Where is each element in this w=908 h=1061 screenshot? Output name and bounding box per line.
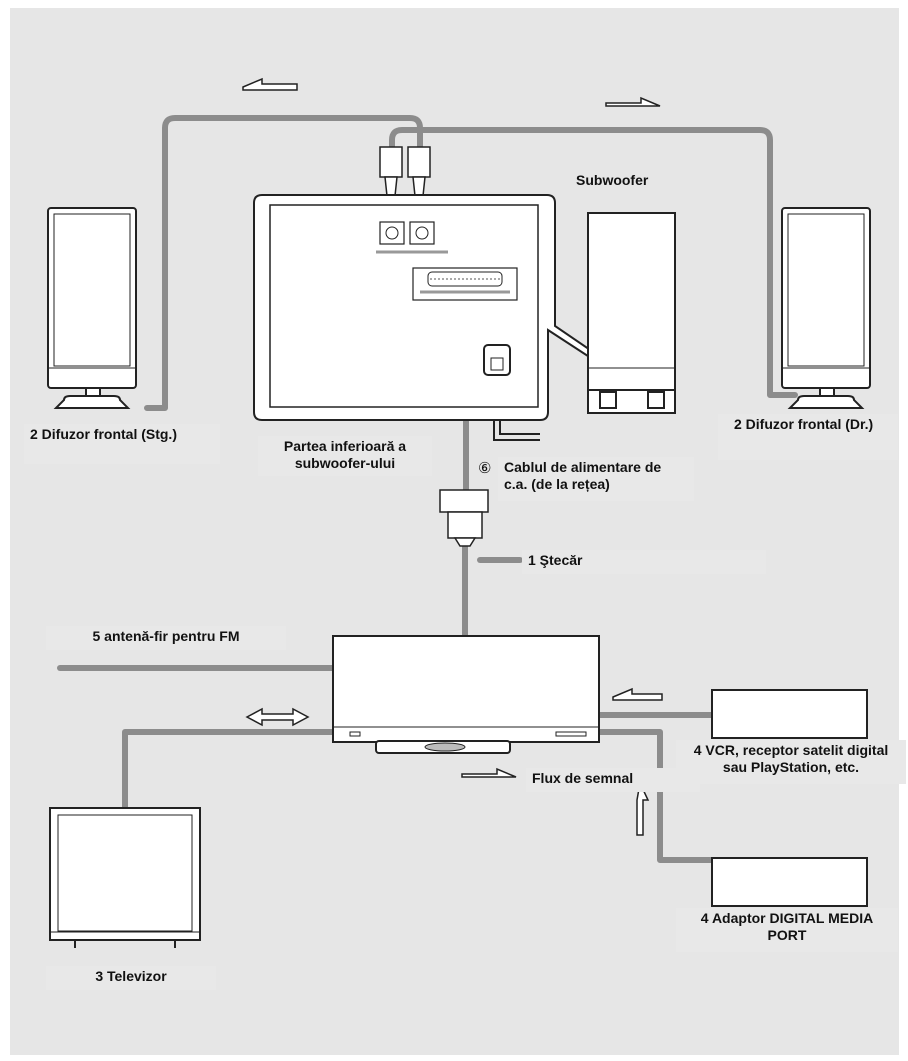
speaker-plugs bbox=[379, 146, 431, 197]
power-cable-label-line1: Cablul de alimentare de bbox=[504, 459, 662, 475]
cable-front-left bbox=[144, 115, 423, 411]
subwoofer-unit bbox=[587, 212, 676, 414]
dmport-adapter-label-line2: PORT bbox=[767, 927, 807, 943]
signal-arrow-right-top bbox=[605, 96, 661, 107]
subwoofer-label: Subwoofer bbox=[576, 172, 649, 188]
vcr-device bbox=[711, 689, 868, 739]
signal-flow-legend-label: Flux de semnal bbox=[526, 768, 700, 792]
television-label: 3 Televizor bbox=[46, 966, 216, 990]
dmport-adapter-label-line1: 4 Adaptor DIGITAL MEDIA bbox=[700, 910, 874, 926]
signal-arrow-up bbox=[636, 780, 650, 836]
cable-dmport bbox=[597, 729, 715, 863]
subwoofer-bottom-panel bbox=[253, 194, 641, 421]
dmport-adapter-device bbox=[711, 857, 868, 907]
main-unit bbox=[332, 635, 600, 754]
subwoofer-bottom-label-line2: subwoofer-ului bbox=[294, 455, 396, 471]
legend-arrow-icon bbox=[461, 767, 517, 778]
vcr-label: 4 VCR, receptor satelit digital sau Play… bbox=[676, 740, 906, 784]
signal-arrow-vcr bbox=[612, 687, 663, 701]
vcr-label-line2: sau PlayStation, etc. bbox=[722, 759, 860, 775]
power-cable-number: ⑥ bbox=[478, 460, 492, 477]
subwoofer-bottom-label-line1: Partea inferioară a bbox=[283, 438, 407, 454]
front-speaker-right bbox=[781, 207, 871, 409]
front-left-label: 2 Difuzor frontal (Stg.) bbox=[24, 424, 220, 464]
front-right-label: 2 Difuzor frontal (Dr.) bbox=[718, 414, 898, 460]
subwoofer-bottom-label: Partea inferioară a subwoofer-ului bbox=[258, 436, 432, 476]
antenna-label: 5 antenă-fir pentru FM bbox=[46, 626, 286, 650]
system-control-plug bbox=[439, 489, 489, 547]
dmport-adapter-label: 4 Adaptor DIGITAL MEDIA PORT bbox=[676, 908, 898, 952]
signal-arrow-double bbox=[245, 707, 310, 727]
cable-tv bbox=[122, 729, 336, 811]
television bbox=[49, 807, 201, 948]
power-cable-label: Cablul de alimentare de c.a. (de la rețe… bbox=[498, 457, 694, 501]
signal-arrow-left-top bbox=[242, 77, 298, 91]
power-cable-label-line2: c.a. (de la rețea) bbox=[504, 476, 610, 492]
vcr-label-line1: 4 VCR, receptor satelit digital bbox=[693, 742, 889, 758]
plug-label: 1 Ştecăr bbox=[522, 550, 766, 574]
front-speaker-left bbox=[47, 207, 137, 409]
cable-front-right bbox=[389, 127, 798, 398]
